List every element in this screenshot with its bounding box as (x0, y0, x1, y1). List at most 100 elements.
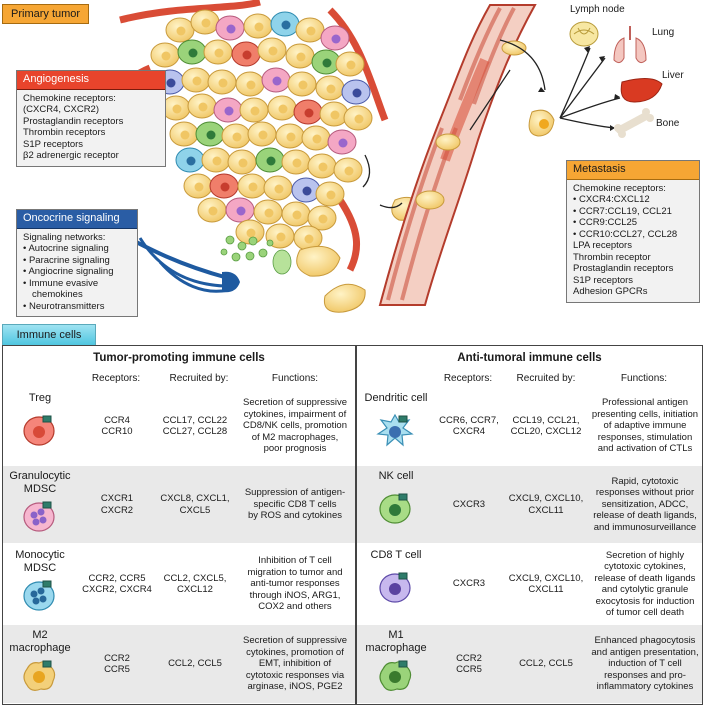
cell-nucleus (39, 595, 47, 603)
cell-nucleus (176, 26, 186, 36)
immune-cell-row: Monocytic MDSC CCR2, CCR5 CXCR2, CXCR4 CCL… (3, 545, 355, 623)
receptors-cell: CCR4 CCR10 (101, 414, 133, 438)
organ-label-bone: Bone (656, 118, 680, 129)
angiogenesis-panel: Angiogenesis Chemokine receptors: (CXCR4… (16, 70, 166, 167)
receptor-glyph (42, 501, 52, 509)
column-header: Functions: (620, 373, 668, 384)
cell-nucleus (286, 132, 296, 142)
cell-nucleus (246, 80, 256, 90)
functions-cell: Secretion of suppressive cytokines, impa… (242, 397, 348, 455)
gmdsc-cell-icon (19, 498, 59, 538)
receptor-glyph (42, 580, 52, 588)
functions-cell: Suppression of antigen- specific CD8 T c… (244, 487, 346, 522)
receptors-cell: CCR2 CCR5 (456, 652, 482, 676)
functions-cell: Secretion of suppressive cytokines, prom… (242, 635, 348, 693)
primary-tumor-text: Primary tumor (11, 8, 81, 20)
m2-cell-icon (19, 657, 59, 697)
cell-nucleus (30, 590, 38, 598)
nerve-fiber (138, 237, 227, 288)
functions-cell: Enhanced phagocytosis and antigen presen… (591, 635, 699, 693)
mmdsc-cell-icon (19, 577, 59, 617)
lung-icon (613, 26, 647, 64)
cell-nucleus (242, 50, 252, 60)
receptor-glyph (398, 660, 408, 668)
cell-nucleus (274, 184, 284, 194)
metastasis-title: Metastasis (567, 161, 699, 180)
recruited-by-cell: CCL2, CCL5 (168, 658, 222, 670)
cell-body (23, 502, 55, 532)
cell-nucleus (304, 234, 314, 244)
functions-cell: Inhibition of T cell migration to tumor … (247, 555, 343, 613)
metastasis-line: LPA receptors (573, 240, 632, 251)
cell-nucleus (338, 138, 348, 148)
receptor-glyph (398, 572, 408, 580)
cell-nucleus (218, 78, 228, 88)
cell-nucleus (212, 156, 222, 166)
cell-type-name: Monocytic MDSC (15, 549, 65, 574)
cell-nucleus (226, 24, 236, 34)
tumor-promoting-section: Tumor-promoting immune cells Receptors:R… (3, 346, 355, 704)
cell-nucleus (281, 20, 291, 30)
column-header: Recruited by: (169, 373, 229, 384)
cell-nucleus (172, 104, 182, 114)
cell-nucleus (276, 232, 286, 242)
oncocrine-item-cont: chemokines (32, 289, 83, 300)
cell-nucleus (214, 48, 224, 58)
bone-icon (614, 108, 654, 138)
cell-nucleus (344, 166, 354, 176)
cell-nucleus (39, 516, 47, 524)
cell-nucleus (201, 18, 211, 28)
cell-nucleus (246, 228, 256, 238)
column-header: Receptors: (443, 373, 493, 384)
recruited-by-cell: CCL17, CCL22 CCL27, CCL28 (162, 414, 228, 438)
oncocrine-title: Oncocrine signaling (17, 210, 137, 229)
cell-type-name: Treg (28, 392, 52, 404)
cell-nucleus (166, 78, 176, 88)
receptors-cell: CCR2, CCR5 CXCR2, CXCR4 (82, 572, 152, 596)
cell-nucleus (208, 206, 218, 216)
immune-cells-table: Tumor-promoting immune cells Receptors: R… (2, 345, 703, 705)
recruited-by-cell: CXCL9, CXCL10, CXCL11 (508, 493, 584, 516)
cell-nucleus (354, 114, 364, 124)
cd8-cell-icon (375, 569, 415, 609)
angiogenesis-line: β2 adrenergic receptor (23, 150, 119, 161)
receptors-cell: CCR2 CCR5 (104, 652, 130, 676)
cell-nucleus (296, 52, 306, 62)
cell-nucleus (304, 108, 314, 118)
column-header: Functions: (271, 373, 319, 384)
cell-nucleus (248, 182, 258, 192)
metastatic-cell (528, 109, 555, 137)
cell-nucleus (33, 426, 45, 438)
cell-nucleus (37, 508, 45, 516)
nk-cell-icon (375, 490, 415, 530)
dc-cell-icon (375, 412, 415, 452)
metastasis-panel: Metastasis Chemokine receptors: • CXCR4:… (566, 160, 700, 303)
cell-type-name: NK cell (378, 470, 414, 482)
cell-nucleus (33, 671, 45, 683)
cell-nucleus (188, 48, 198, 58)
cell-nucleus (292, 210, 302, 220)
cell-nucleus (326, 190, 336, 200)
cell-nucleus (264, 208, 274, 218)
cell-nucleus (180, 130, 190, 140)
cell-nucleus (206, 130, 216, 140)
receptor-glyph (42, 660, 52, 668)
recruited-by-cell: CXCL8, CXCL1, CXCL5 (160, 493, 230, 516)
cell-nucleus (346, 60, 356, 70)
section-title: Tumor-promoting immune cells (93, 352, 265, 364)
nerve-terminal (222, 271, 240, 293)
arrow-heads (538, 46, 620, 131)
tumor-vessel (337, 198, 361, 272)
recruited-by-cell: CCL2, CXCL5, CXCL12 (163, 572, 227, 596)
metastasis-item: • CCR9:CCL25 (573, 217, 638, 228)
cell-nucleus (389, 583, 401, 595)
receptors-cell: CCR6, CCR7, CXCR4 (439, 414, 499, 438)
nerve-fiber (158, 261, 229, 293)
receptor-glyph (398, 415, 408, 423)
metastasis-line: Adhesion GPCRs (573, 286, 648, 297)
cell-type-name: Dendritic cell (364, 392, 428, 404)
cell-nucleus (312, 134, 322, 144)
